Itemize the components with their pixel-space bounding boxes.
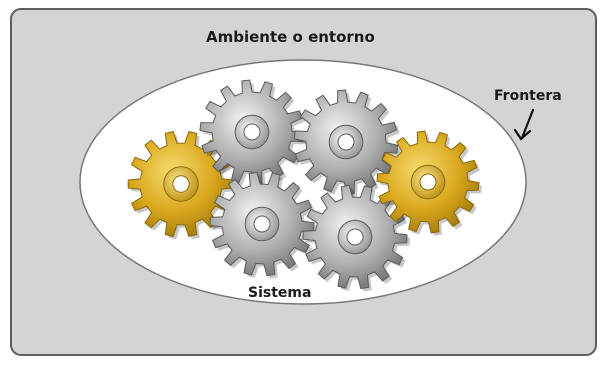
gear-silver-bottom-right-axle-hole [346, 228, 364, 246]
boundary-label: Frontera [494, 88, 562, 104]
boundary-arrow [513, 108, 535, 141]
gear-gold-left [127, 131, 237, 240]
gear-gold-left-axle-hole [172, 175, 190, 193]
system-label: Sistema [248, 285, 312, 301]
gears-group [127, 79, 482, 292]
gear-silver-bottom-right [302, 184, 410, 292]
environment-label: Ambiente o entorno [206, 28, 375, 46]
gear-silver-bottom-left [209, 171, 317, 279]
gear-silver-top-right [293, 89, 401, 197]
gear-gold-right [376, 130, 482, 236]
gear-silver-bottom-left-axle-hole [253, 215, 271, 233]
system-boundary [79, 59, 527, 305]
gear-gold-right-axle-hole [419, 173, 437, 191]
gear-silver-top-right-axle-hole [337, 133, 355, 151]
gear-silver-top-left [199, 79, 307, 187]
gear-silver-top-left-axle-hole [243, 123, 261, 141]
